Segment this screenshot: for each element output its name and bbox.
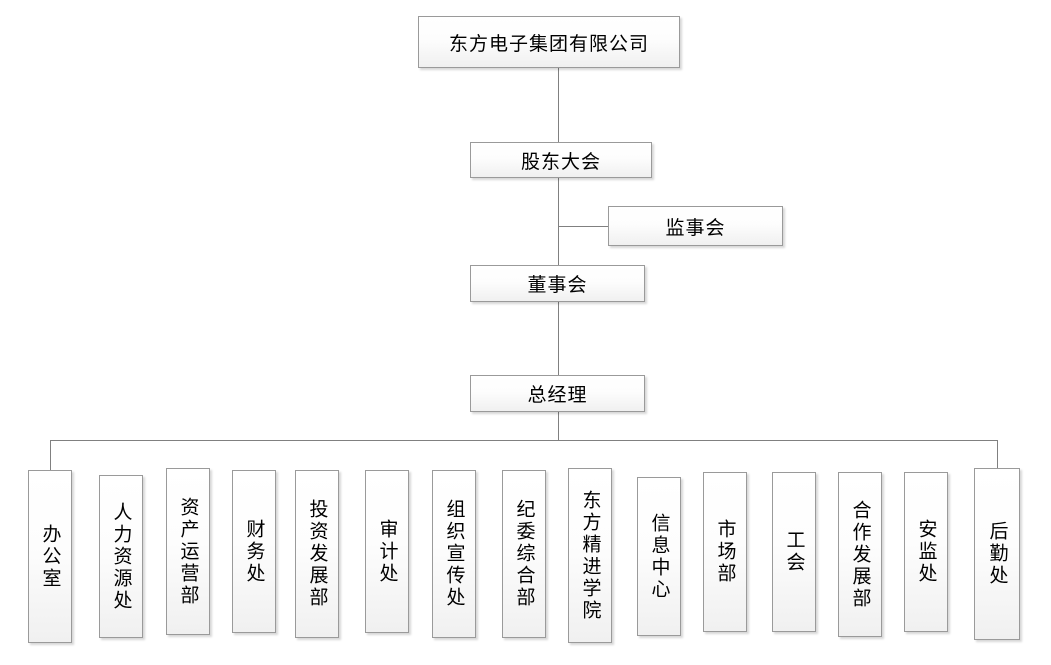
node-board-of-directors[interactable]: 董事会	[470, 265, 645, 302]
node-board-of-supervisors[interactable]: 监事会	[608, 206, 783, 246]
node-department-safety-supervision[interactable]: 安监处	[904, 472, 948, 632]
node-department-audit[interactable]: 审计处	[365, 470, 409, 633]
node-board-of-directors-label: 董事会	[527, 274, 588, 296]
node-department-audit-label: 审计处	[376, 518, 399, 585]
node-department-investment-development[interactable]: 投资发展部	[295, 470, 339, 638]
connector-bus-to-last-department	[997, 440, 998, 470]
node-department-marketing[interactable]: 市场部	[703, 472, 747, 632]
node-department-labor-union[interactable]: 工会	[772, 472, 816, 632]
node-company[interactable]: 东方电子集团有限公司	[418, 16, 680, 68]
node-department-academy[interactable]: 东方精进学院	[568, 468, 612, 643]
node-department-safety-supervision-label: 安监处	[915, 519, 938, 585]
node-department-cooperation-development[interactable]: 合作发展部	[838, 472, 882, 637]
node-department-marketing-label: 市场部	[714, 519, 737, 585]
node-department-cooperation-development-label: 合作发展部	[849, 499, 872, 610]
node-department-finance[interactable]: 财务处	[232, 470, 276, 633]
node-department-organization-publicity-label: 组织宣传处	[443, 499, 466, 609]
node-department-information-center[interactable]: 信息中心	[637, 477, 681, 636]
node-shareholders-meeting[interactable]: 股东大会	[470, 142, 652, 178]
node-department-discipline-committee[interactable]: 纪委综合部	[502, 470, 546, 638]
connector-shareholders-to-board	[558, 178, 559, 265]
node-department-information-center-label: 信息中心	[648, 512, 671, 601]
node-department-office[interactable]: 办公室	[28, 470, 72, 643]
node-department-logistics-label: 后勤处	[986, 521, 1009, 587]
node-department-discipline-committee-label: 纪委综合部	[513, 499, 536, 609]
connector-company-to-shareholders	[558, 68, 559, 142]
node-company-label: 东方电子集团有限公司	[448, 32, 649, 55]
node-shareholders-meeting-label: 股东大会	[520, 150, 601, 173]
node-department-logistics[interactable]: 后勤处	[974, 468, 1020, 640]
node-department-labor-union-label: 工会	[783, 530, 806, 574]
node-department-human-resources[interactable]: 人力资源处	[99, 475, 143, 638]
node-department-human-resources-label: 人力资源处	[110, 501, 133, 612]
node-department-organization-publicity[interactable]: 组织宣传处	[432, 470, 476, 638]
node-department-investment-development-label: 投资发展部	[306, 499, 329, 609]
connector-department-bus	[50, 440, 998, 441]
node-department-finance-label: 财务处	[243, 518, 266, 585]
connector-spine-to-supervisors	[558, 226, 608, 227]
node-department-academy-label: 东方精进学院	[579, 489, 602, 622]
connector-gm-to-bus	[558, 412, 559, 440]
node-general-manager[interactable]: 总经理	[470, 375, 645, 412]
connector-bus-to-first-department	[50, 440, 51, 470]
node-department-office-label: 办公室	[39, 523, 62, 590]
node-board-of-supervisors-label: 监事会	[665, 216, 726, 239]
node-general-manager-label: 总经理	[527, 384, 588, 406]
connector-board-to-gm	[558, 302, 559, 375]
node-department-asset-operations[interactable]: 资产运营部	[166, 468, 210, 635]
node-department-asset-operations-label: 资产运营部	[177, 496, 200, 607]
